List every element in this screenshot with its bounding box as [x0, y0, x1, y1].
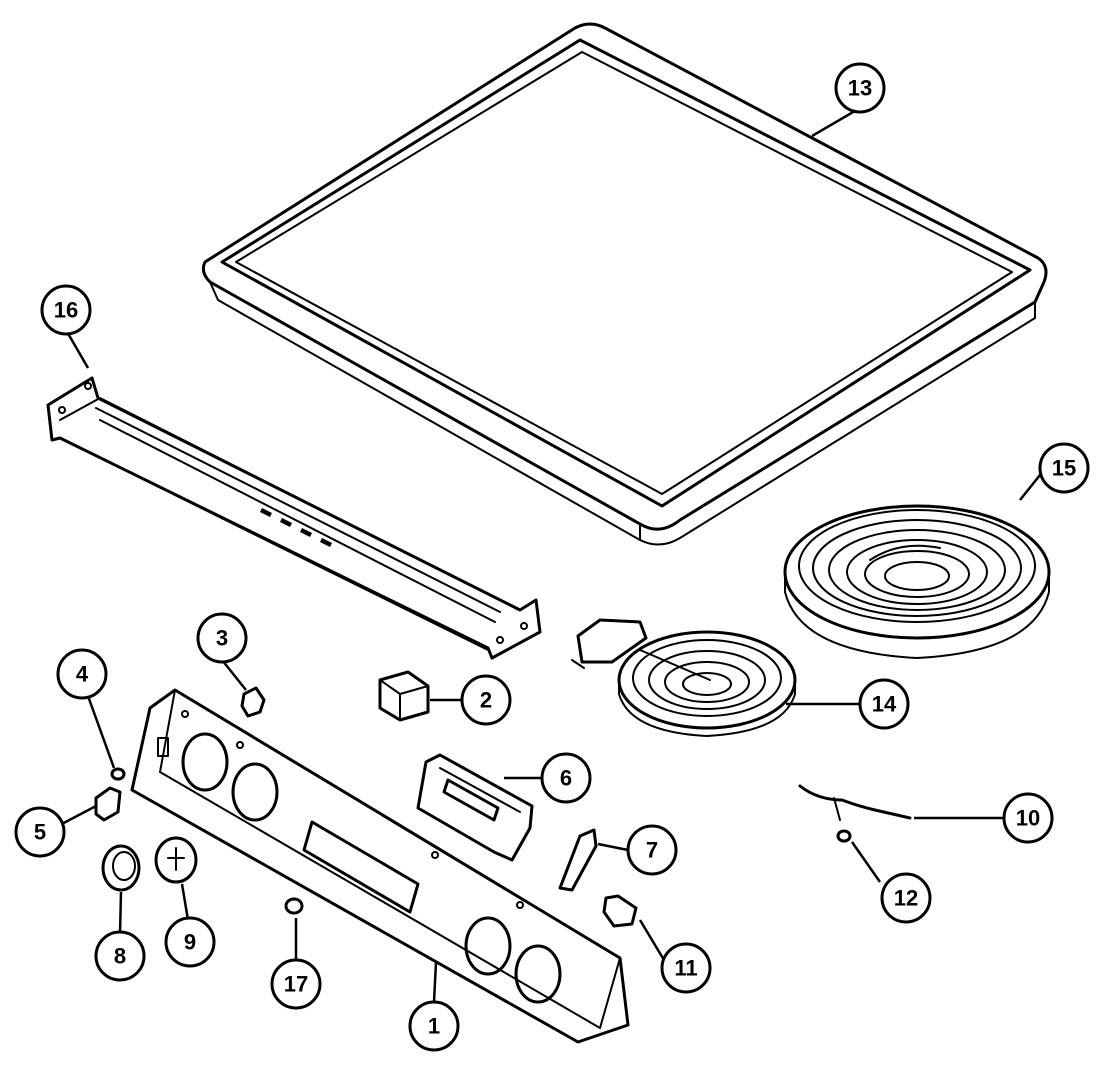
callout-5: 5	[14, 806, 66, 858]
clock-display	[416, 753, 534, 862]
callout-11: 11	[660, 942, 712, 994]
callout-label: 3	[216, 626, 228, 651]
wire-harness	[798, 784, 912, 821]
cooktop-frame	[201, 22, 1048, 546]
callout-17: 17	[270, 958, 322, 1010]
bracket	[46, 376, 542, 660]
rocker-switch	[94, 786, 122, 822]
callout-label: 4	[76, 662, 89, 687]
callout-15: 15	[1038, 442, 1090, 494]
screw	[836, 829, 852, 843]
callout-label: 14	[872, 692, 897, 717]
callout-9: 9	[164, 916, 216, 968]
callout-label: 16	[54, 298, 78, 323]
callout-label: 6	[560, 766, 572, 791]
callout-label: 7	[646, 838, 658, 863]
callout-16: 16	[40, 284, 92, 336]
knob-bezel	[154, 836, 198, 884]
callout-12: 12	[880, 872, 932, 924]
callout-6: 6	[540, 752, 592, 804]
clip	[240, 686, 266, 718]
callout-7: 7	[626, 824, 678, 876]
callout-10: 10	[1002, 792, 1054, 844]
callout-label: 8	[114, 944, 126, 969]
callout-label: 13	[848, 76, 872, 101]
callout-label: 1	[428, 1014, 440, 1039]
callout-2: 2	[460, 674, 512, 726]
callout-14: 14	[858, 678, 910, 730]
control-knob	[101, 844, 141, 892]
callout-label: 17	[284, 972, 308, 997]
callouts: 13 15 16 3 4 2 14 6	[14, 62, 1090, 1052]
control-panel	[130, 688, 630, 1044]
terminal-connector	[602, 894, 638, 928]
small-button	[110, 767, 126, 781]
small-surface-element	[571, 618, 797, 737]
callout-8: 8	[94, 930, 146, 982]
callout-label: 2	[480, 688, 492, 713]
callout-label: 12	[894, 886, 918, 911]
callout-3: 3	[196, 612, 248, 664]
callout-label: 5	[34, 820, 46, 845]
large-surface-element	[783, 504, 1051, 659]
callout-label: 11	[674, 956, 697, 981]
leader-lines	[57, 106, 1045, 1003]
switch-block	[378, 670, 430, 722]
callout-1: 1	[408, 1000, 460, 1052]
callout-4: 4	[56, 648, 108, 700]
grommet	[284, 897, 304, 915]
callout-label: 10	[1016, 806, 1040, 831]
callout-label: 15	[1052, 456, 1076, 481]
bracket-clip	[558, 828, 598, 892]
callout-13: 13	[834, 62, 886, 114]
callout-label: 9	[184, 930, 196, 955]
